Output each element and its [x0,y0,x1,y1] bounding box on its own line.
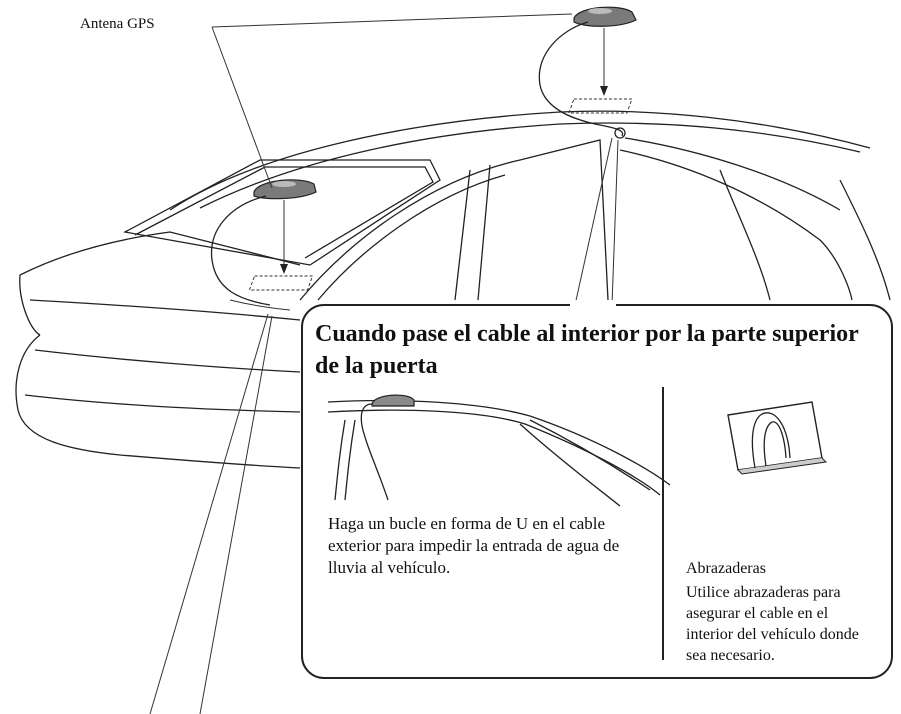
u-loop [614,127,626,139]
antenna-leader-trunk [211,26,273,189]
clamps-title: Abrazaderas [686,560,766,577]
clamps-instruction-text: Utilice abrazaderas para asegurar el cab… [686,584,859,664]
antenna-label: Antena GPS [80,16,155,32]
roof-mount-spot [568,98,633,114]
roof-antenna-cable [538,21,624,137]
cable-clamp-icon [727,401,828,475]
trunk-mount-spot [248,275,314,291]
callout-title: Cuando pase el cable al interior por la … [315,321,859,379]
callout-pointer-left [574,137,613,306]
lower-callout-pointer-right [199,315,273,714]
callout-pointer-right [611,139,619,306]
gps-antenna-icon [573,6,637,27]
lower-callout-pointer-left [149,313,269,714]
gps-antenna-icon [253,179,317,200]
car-outline [15,110,891,469]
trunk-antenna-cable [210,195,271,306]
antenna-leader-roof [211,13,573,28]
roof-detail-illustration [327,394,671,507]
loop-instruction-text: Haga un bucle en forma de U en el cable … [328,514,620,577]
